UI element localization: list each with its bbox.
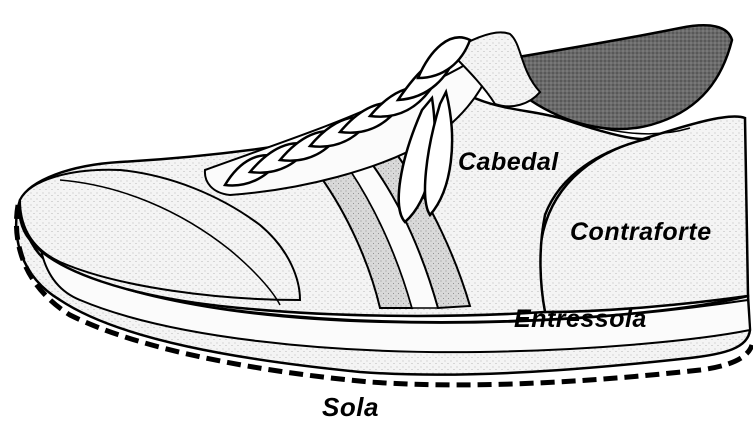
label-entressola: Entressola (514, 305, 647, 334)
label-cabedal: Cabedal (458, 148, 559, 177)
label-sola: Sola (322, 392, 379, 423)
label-contraforte: Contraforte (570, 218, 712, 247)
